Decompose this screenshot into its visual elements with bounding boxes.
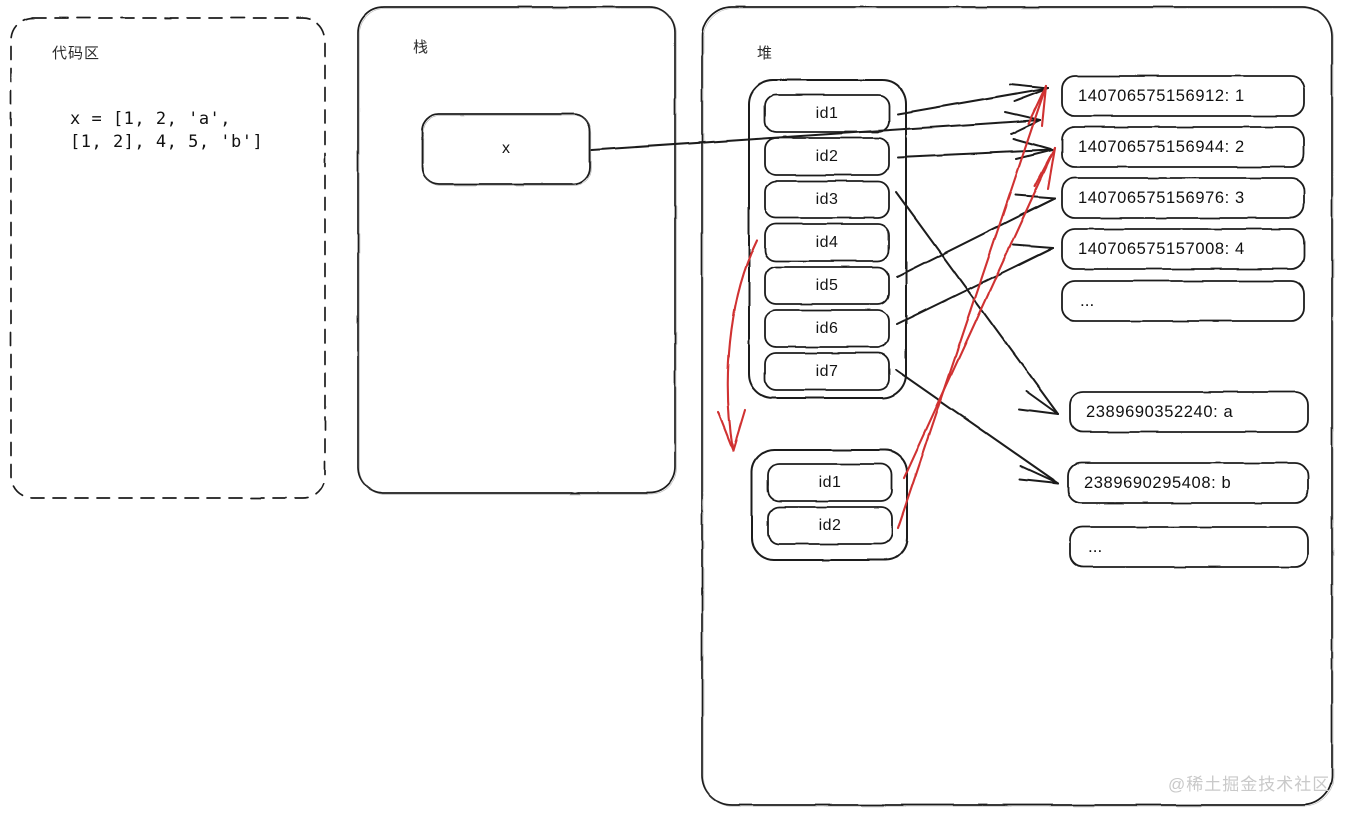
watermark: @稀土掘金技术社区 xyxy=(1168,775,1331,794)
arrows-black xyxy=(591,83,1059,484)
arrow-nested-id1-to-obj1 xyxy=(896,84,1048,530)
stack-region-label: 栈 xyxy=(413,39,430,56)
arrow-id4-to-nested-list xyxy=(716,238,759,452)
arrow-id2-to-obj2 xyxy=(897,138,1053,160)
heap-region-label: 堆 xyxy=(757,45,774,62)
heap-list-cells-primary xyxy=(764,94,890,391)
heap-object-boxes xyxy=(1061,75,1309,568)
heap-list-cells-nested xyxy=(767,463,893,545)
heap-region-container xyxy=(701,6,1334,807)
code-region-container xyxy=(10,17,326,499)
arrow-id6-to-obj4 xyxy=(896,244,1054,325)
arrow-id1-to-obj1 xyxy=(897,83,1049,115)
arrow-id5-to-obj3 xyxy=(896,194,1056,278)
code-region-label: 代码区 xyxy=(52,45,101,62)
arrow-nested-id2-to-obj2 xyxy=(902,146,1057,480)
stack-variable-box xyxy=(421,113,592,186)
arrows-red xyxy=(716,84,1057,530)
arrow-id3-to-obja xyxy=(895,191,1059,415)
arrow-id7-to-objb xyxy=(895,369,1059,484)
code-snippet: x = [1, 2, 'a', [1, 2], 4, 5, 'b'] xyxy=(70,109,264,152)
stack-region-container xyxy=(357,6,677,495)
